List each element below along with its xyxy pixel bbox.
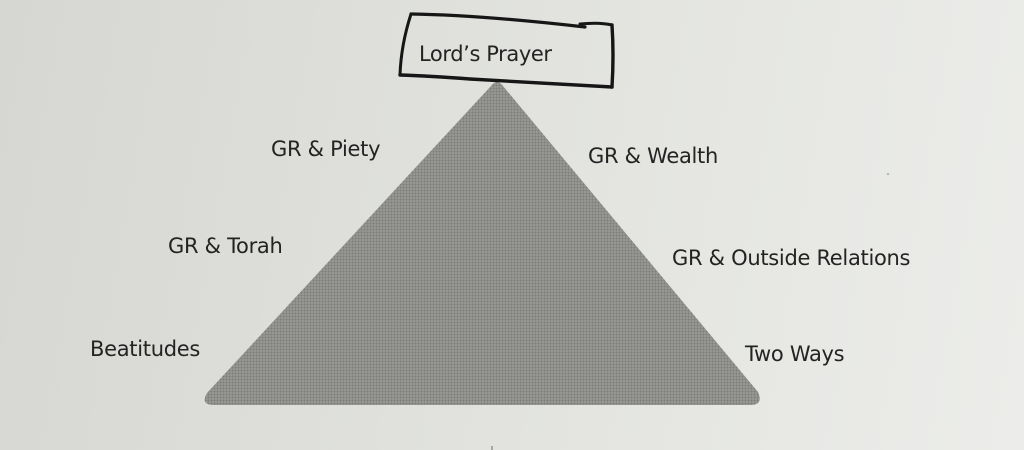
- left-label-beatitudes: Beatitudes: [90, 337, 200, 361]
- left-label-torah: GR & Torah: [168, 234, 283, 258]
- right-label-wealth: GR & Wealth: [588, 144, 718, 168]
- apex-label-box: [398, 12, 615, 89]
- apex-label-lords-prayer: Lord’s Prayer: [419, 42, 552, 66]
- right-label-two-ways: Two Ways: [745, 342, 845, 366]
- right-label-outside-relations: GR & Outside Relations: [672, 246, 911, 270]
- pyramid-triangle: [204, 82, 760, 405]
- paper-speck: [886, 172, 890, 176]
- left-label-piety: GR & Piety: [271, 137, 381, 161]
